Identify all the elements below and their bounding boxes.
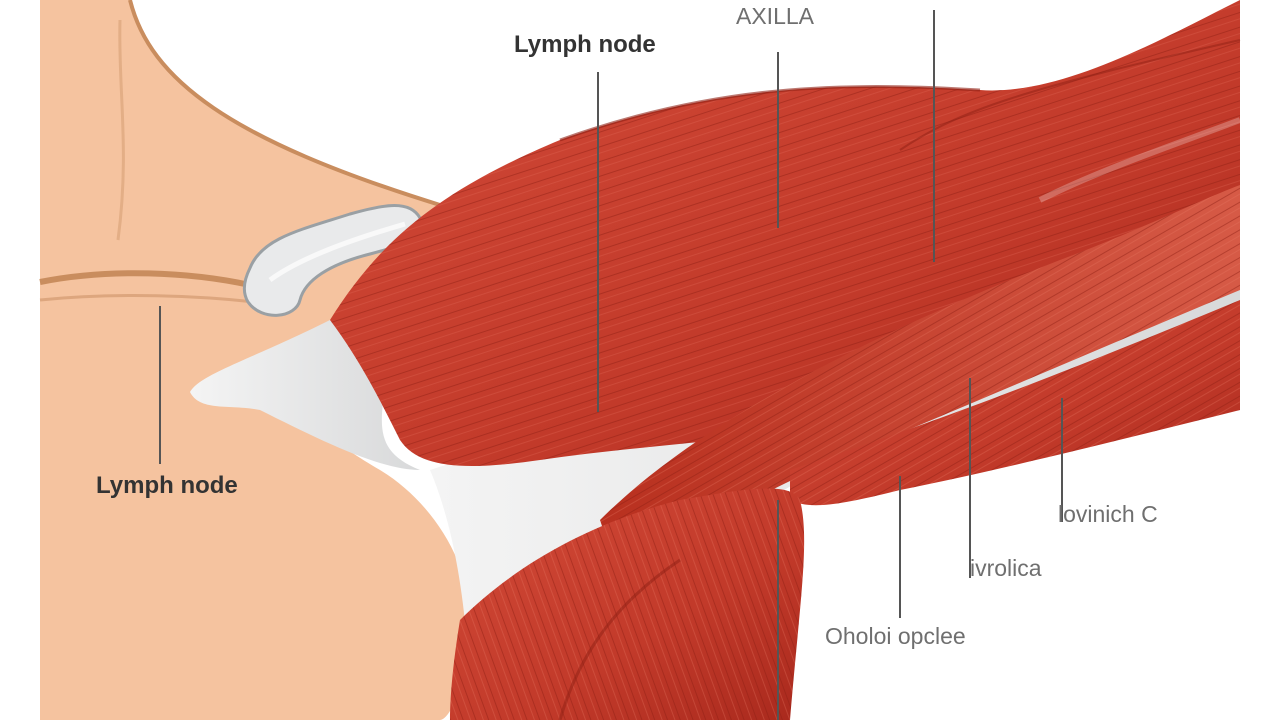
label-right-3: Oholoi opclee [825,623,966,649]
clavicle-bone [242,204,424,317]
label-right-1: lovinich C [1058,501,1158,527]
label-lymph-node-top: Lymph node [514,31,656,58]
leader-lines [159,10,1063,720]
arm-muscle [600,185,1240,580]
label-right-2: ivrolica [970,555,1042,581]
lower-muscle [450,488,805,720]
lower-arm-muscle [790,300,1240,506]
upper-muscle [330,0,1242,466]
label-lymph-node-left: Lymph node [96,472,238,499]
label-axilla: AXILLA [736,3,814,29]
